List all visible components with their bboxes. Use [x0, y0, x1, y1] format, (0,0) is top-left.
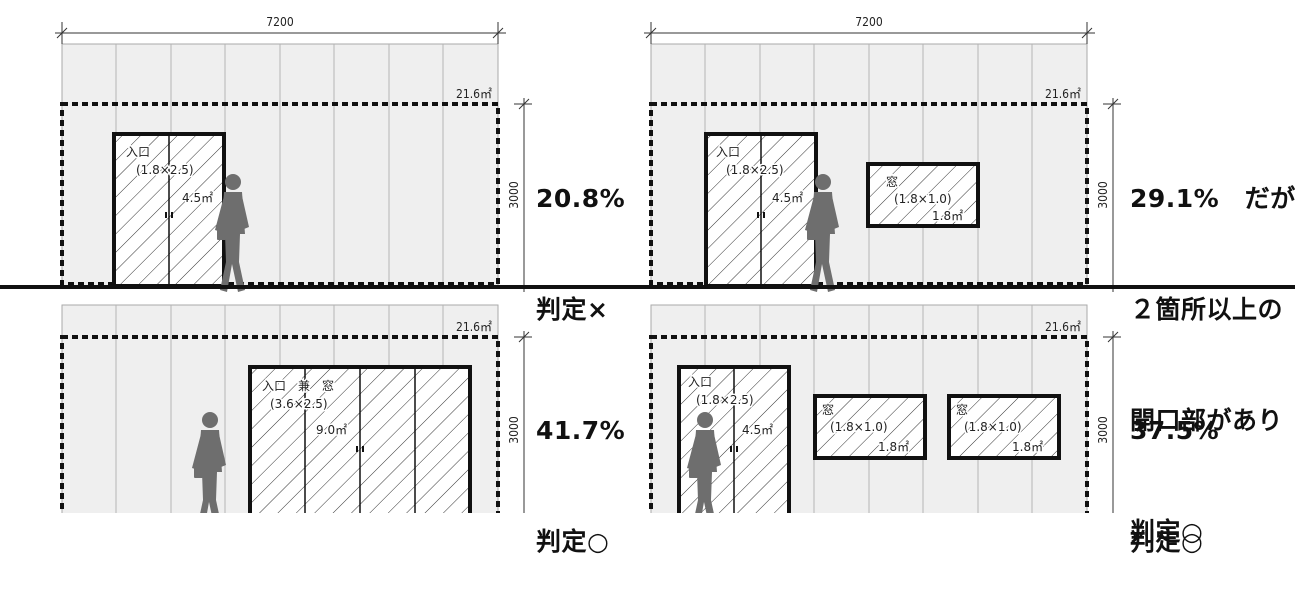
door-size: (1.8×2.5) [136, 163, 194, 177]
height-dimension [1103, 331, 1121, 513]
door-area: 4.5㎡ [772, 191, 803, 205]
door-area: 9.0㎡ [316, 423, 347, 437]
door-name: 入口 [716, 145, 740, 159]
wall-area-label: 21.6㎡ [456, 320, 492, 334]
door-size: (1.8×2.5) [696, 393, 754, 407]
panel-top-left: 7200 21.6㎡ 3000 入口 (1.8×2.5) 4.5㎡ [55, 15, 532, 292]
width-dimension [644, 22, 1095, 44]
height-dimension-label: 3000 [1096, 416, 1110, 444]
verdict-line: 判定○ [1130, 527, 1204, 556]
height-dimension [514, 331, 532, 513]
evaluation-area-dotted [60, 335, 500, 513]
width-dimension-label: 7200 [266, 15, 294, 29]
verdict-line: 判定× [536, 295, 609, 324]
entrance-door: 入口 (1.8×2.5) 4.5㎡ [704, 132, 818, 288]
wall-area-label: 21.6㎡ [1045, 87, 1081, 101]
window-area: 1.8㎡ [932, 209, 963, 223]
verdict-line: 37.5% [1130, 416, 1220, 445]
height-dimension-label: 3000 [507, 181, 521, 209]
evaluation-area-dotted [649, 102, 1089, 286]
window-size: (1.8×1.0) [830, 420, 888, 434]
verdict-bottom-right: 37.5% 判定○ [1130, 338, 1219, 597]
window-area: 1.8㎡ [1012, 440, 1043, 454]
window-area: 1.8㎡ [878, 440, 909, 454]
verdict-line: 判定○ [536, 527, 610, 556]
door-name: 入口 [126, 145, 150, 159]
entrance-window-combo: 入口 兼 窓 (3.6×2.5) 9.0㎡ [248, 365, 472, 513]
panel-bottom-left: 21.6㎡ 3000 入口 兼 窓 (3.6×2.5) 9.0㎡ [60, 304, 532, 513]
window-size: (1.8×1.0) [894, 192, 952, 206]
verdict-line: ２箇所以上の [1130, 295, 1284, 324]
window-name: 窓 [886, 174, 898, 189]
panel-top-right: 7200 21.6㎡ 3000 入口 (1.8×2.5) 4.5㎡ 窓 (1.8… [644, 15, 1121, 292]
verdict-line: 開口部があり [1130, 406, 1284, 435]
door-size: (1.8×2.5) [726, 163, 784, 177]
wall-area-label: 21.6㎡ [1045, 320, 1081, 334]
door-size: (3.6×2.5) [270, 397, 328, 411]
verdict-bottom-left: 41.7% 判定○ [536, 338, 625, 597]
verdict-top-left: 20.8% 判定× [536, 106, 625, 365]
window-name: 窓 [956, 402, 968, 417]
verdict-line: 41.7% [536, 416, 626, 445]
window-size: (1.8×1.0) [964, 420, 1022, 434]
door-area: 4.5㎡ [182, 191, 213, 205]
window-name: 窓 [822, 402, 834, 417]
evaluation-area-dotted [60, 102, 500, 286]
door-name: 入口 [688, 375, 712, 389]
verdict-line: 29.1% だが [1130, 184, 1295, 213]
width-dimension [55, 22, 506, 44]
wall-area-label: 21.6㎡ [456, 87, 492, 101]
door-name: 入口 兼 窓 [262, 378, 334, 393]
verdict-line: 20.8% [536, 184, 626, 213]
height-dimension-label: 3000 [1096, 181, 1110, 209]
evaluation-area-dotted [649, 335, 1089, 513]
window: 窓 (1.8×1.0) 1.8㎡ [813, 394, 927, 460]
panel-bottom-right: 21.6㎡ 3000 入口 (1.8×2.5) 4.5㎡ 窓 (1.8×1.0)… [649, 304, 1121, 513]
elevation-diagram: 7200 21.6㎡ 3000 入口 (1.8×2.5) 4.5㎡ [0, 15, 1295, 513]
height-dimension-label: 3000 [507, 416, 521, 444]
width-dimension-label: 7200 [855, 15, 883, 29]
ground-line [0, 285, 1295, 289]
window: 窓 (1.8×1.0) 1.8㎡ [947, 394, 1061, 460]
window: 窓 (1.8×1.0) 1.8㎡ [866, 162, 980, 228]
entrance-door: 入口 (1.8×2.5) 4.5㎡ [112, 132, 226, 288]
door-area: 4.5㎡ [742, 423, 773, 437]
